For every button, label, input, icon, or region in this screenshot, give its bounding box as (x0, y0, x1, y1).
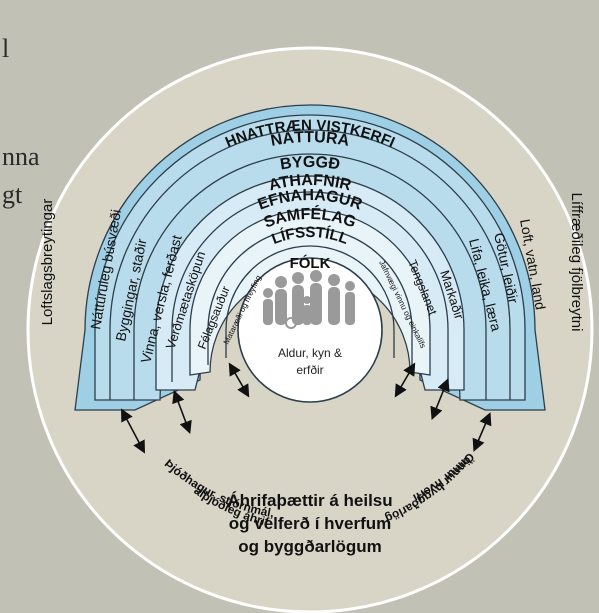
background-text-fragment: l (2, 34, 10, 63)
center-text-line: Aldur, kyn & (278, 346, 342, 360)
people-illustration (263, 270, 355, 329)
ring-bands (74, 104, 546, 411)
background-text-fragment: nna (2, 142, 40, 171)
center-title: FÓLK (290, 254, 331, 272)
ring-label: NÁTTÚRA (269, 127, 351, 150)
caption-line: Áhrifaþættir á heilsu (227, 491, 392, 510)
center-text-line: erfðir (296, 363, 323, 377)
background-text-fragment: gt (2, 180, 23, 209)
double-arrows (121, 362, 492, 454)
caption-line: og byggðarlögum (238, 537, 382, 556)
ring-label: BYGGÐ (279, 154, 341, 174)
side-label-right: Líffræðileg fjölbreytni (568, 193, 585, 332)
side-label-left: Loftslagsbreytingar (39, 199, 56, 326)
caption-line: og velferð í hverfum (229, 514, 391, 533)
